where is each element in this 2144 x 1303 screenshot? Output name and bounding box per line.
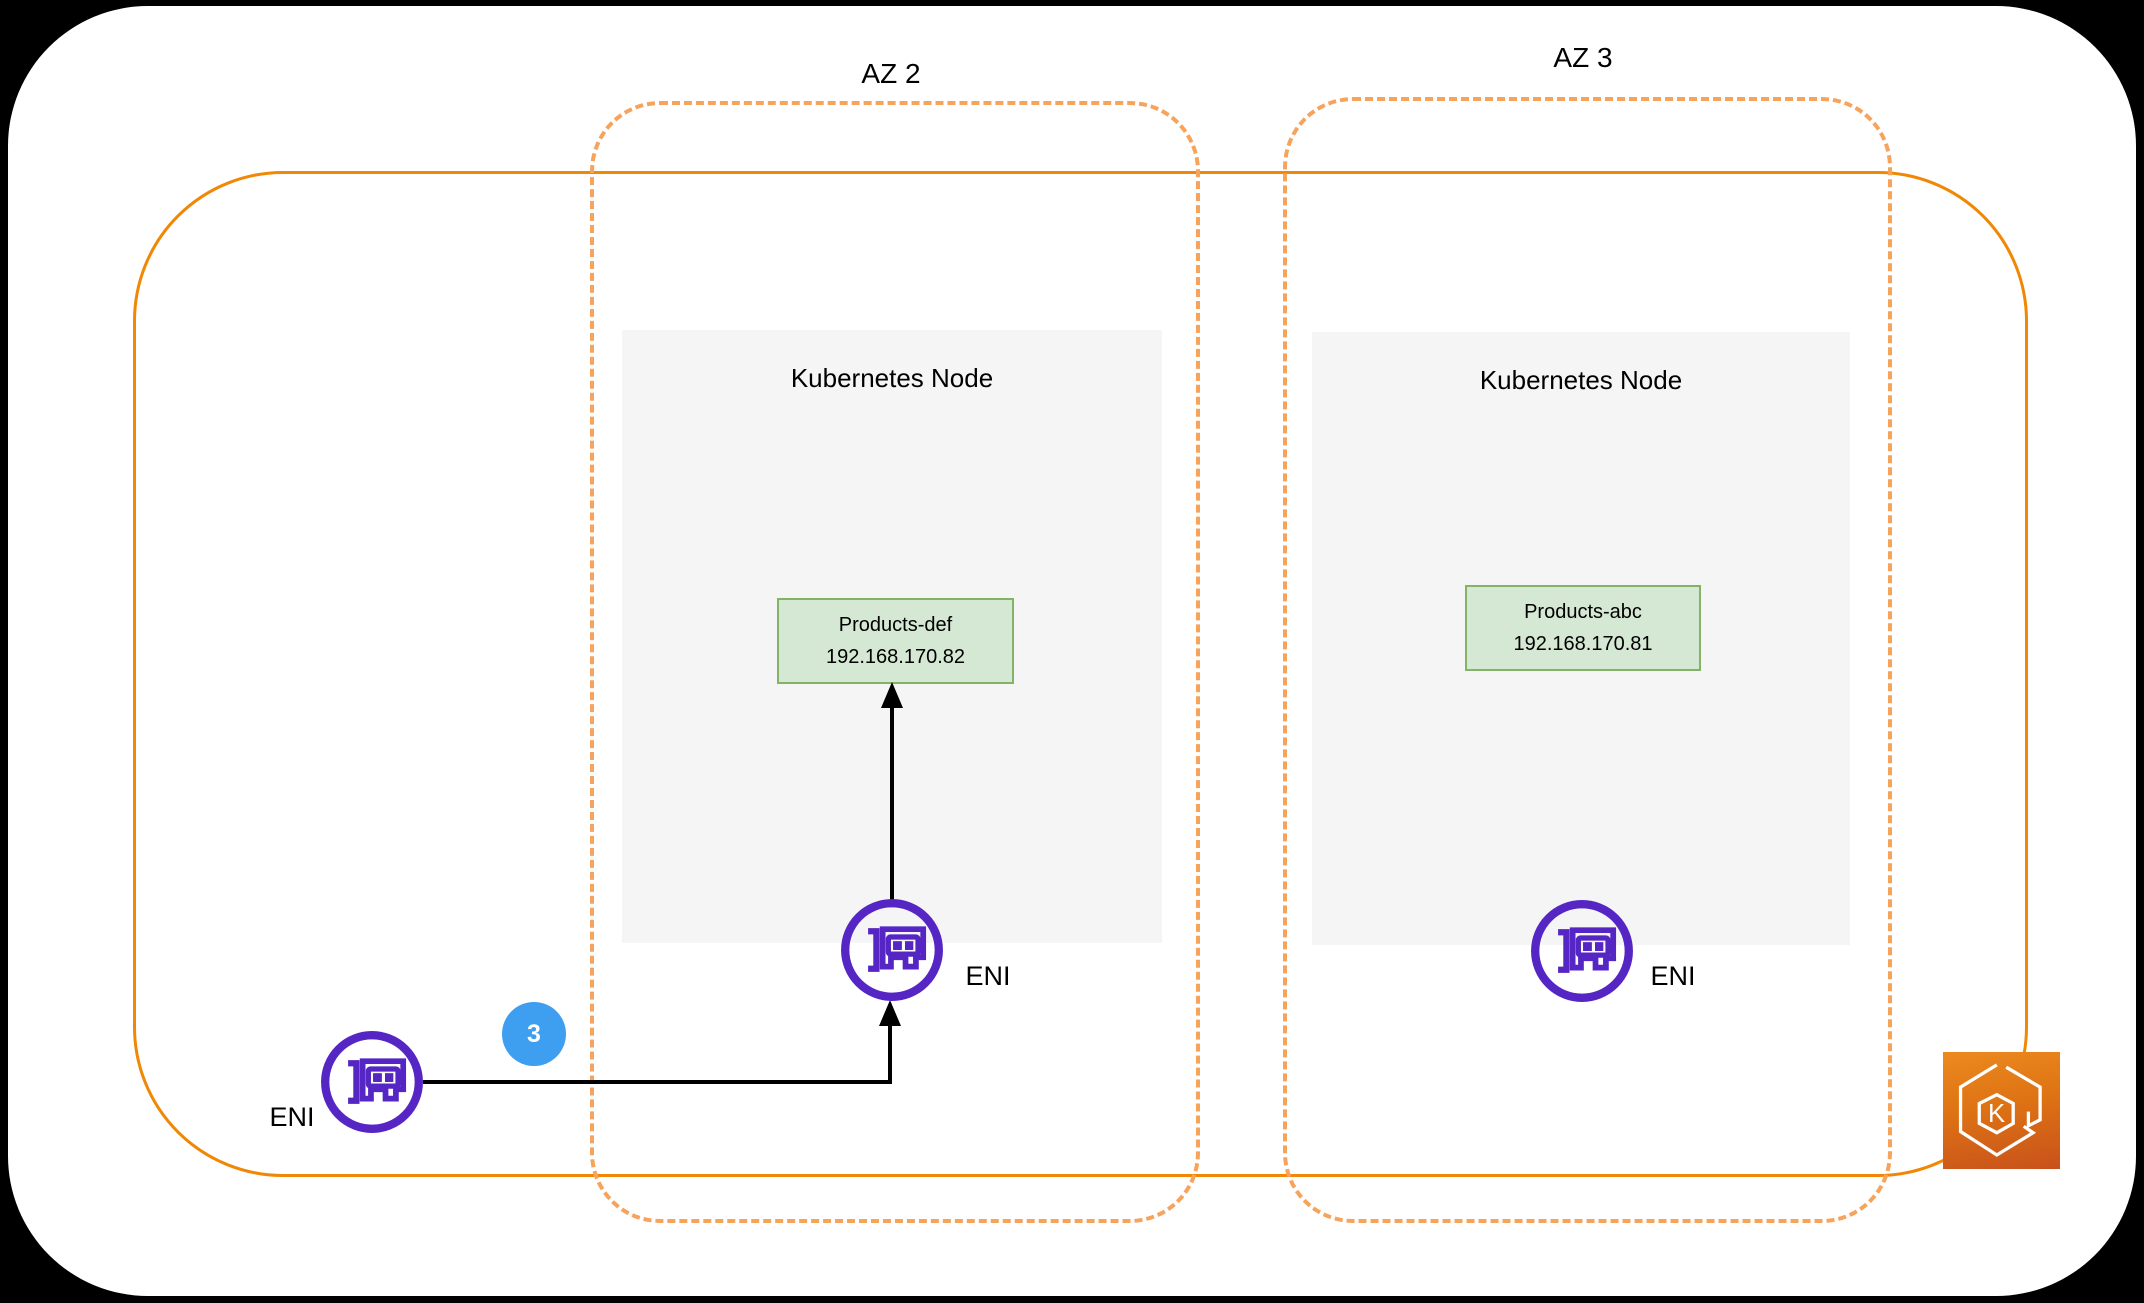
eni-pin	[905, 941, 914, 950]
eni-bracket	[348, 1060, 360, 1104]
eni-pin	[1595, 942, 1604, 951]
eks-glyph: K	[1958, 1063, 2042, 1157]
eni-circle	[841, 899, 943, 1001]
eks-service-icon: K	[1943, 1052, 2060, 1169]
eni-pin	[385, 1073, 394, 1082]
eni-icon	[1531, 900, 1633, 1002]
eni-card-port	[365, 1066, 401, 1089]
eni-card-port	[1575, 935, 1611, 958]
eni-card-outline	[879, 926, 927, 970]
pod-products-abc: Products-abc 192.168.170.81	[1465, 585, 1701, 671]
eni-icon	[841, 899, 943, 1001]
az2-label: AZ 2	[861, 58, 921, 89]
pod-ip: 192.168.170.82	[825, 645, 966, 668]
eni-pin	[1583, 942, 1592, 951]
eks-k-letter: K	[1988, 1100, 2005, 1128]
eni-card-port	[885, 934, 921, 957]
step-badge: 3	[502, 1002, 566, 1066]
pod-name: Products-def	[838, 613, 953, 636]
eni-bracket	[1558, 929, 1570, 973]
az3-boundary	[1283, 97, 1892, 1223]
node-title: Kubernetes Node	[790, 363, 994, 393]
pod-ip: 192.168.170.81	[1513, 632, 1653, 655]
eni-pin	[893, 941, 902, 950]
pod-products-def: Products-def 192.168.170.82	[777, 598, 1014, 684]
eni-label: ENI	[965, 961, 1011, 991]
eni-circle	[1531, 900, 1633, 1002]
pod-name: Products-abc	[1524, 600, 1642, 623]
eks-inner-hexagon	[1977, 1092, 2015, 1135]
eni-card-outline	[359, 1058, 407, 1102]
step-badge-number: 3	[527, 1019, 541, 1048]
eks-outer-hexagon	[1958, 1063, 2037, 1157]
eks-right-facet	[2005, 1065, 2042, 1129]
eni-bracket	[868, 928, 880, 972]
eni-pin	[373, 1073, 382, 1082]
az2-boundary	[590, 101, 1200, 1223]
node-title: Kubernetes Node	[1479, 365, 1683, 395]
eni-card-outline	[1569, 927, 1617, 971]
eni-label: ENI	[1650, 961, 1696, 991]
eni-circle	[321, 1031, 423, 1133]
az3-label: AZ 3	[1553, 42, 1613, 73]
eni-label: ENI	[269, 1102, 315, 1132]
vpc-boundary	[133, 171, 2028, 1177]
eni-icon	[321, 1031, 423, 1133]
